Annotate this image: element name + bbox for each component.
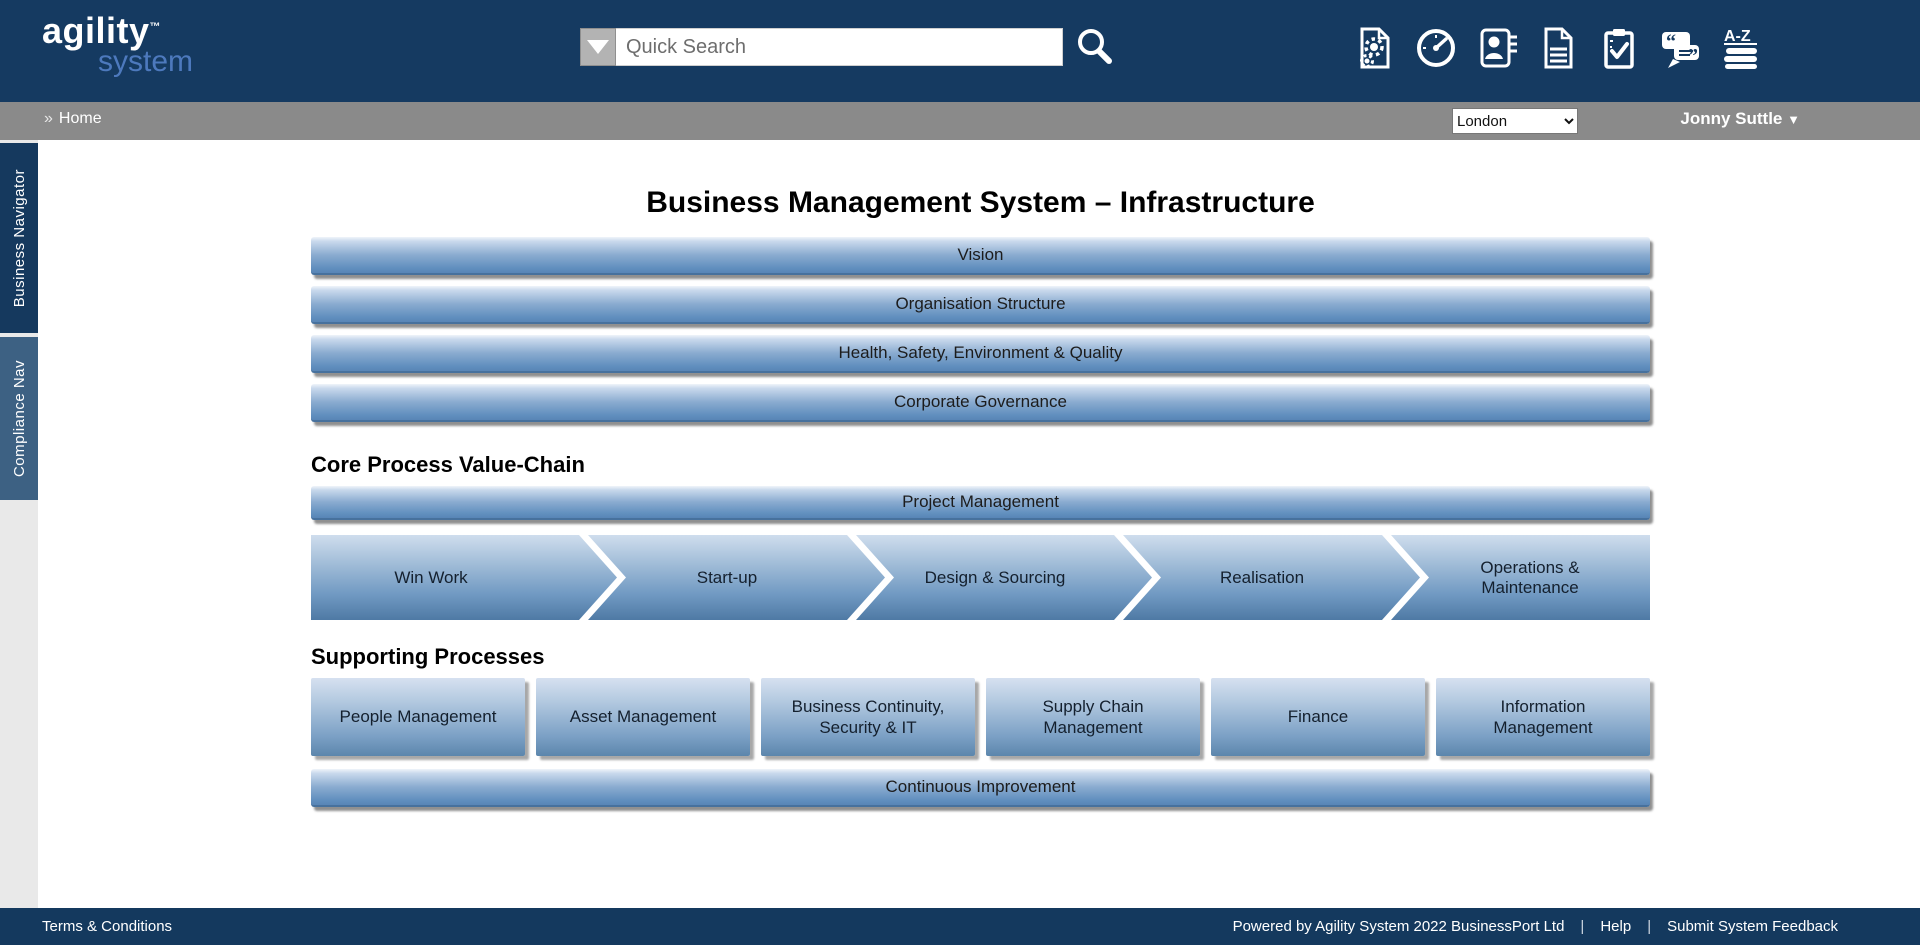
tab-compliance-nav[interactable]: Compliance Nav bbox=[0, 337, 38, 500]
terms-conditions-link[interactable]: Terms & Conditions bbox=[42, 918, 173, 935]
box-finance[interactable]: Finance bbox=[1211, 678, 1425, 756]
side-rail: Business Navigator Compliance Nav bbox=[0, 140, 38, 908]
bar-hseq[interactable]: Health, Safety, Environment & Quality bbox=[311, 335, 1650, 373]
box-people-management[interactable]: People Management bbox=[311, 678, 525, 756]
main-content: Business Management System – Infrastruct… bbox=[38, 140, 1920, 908]
bar-corporate-governance[interactable]: Corporate Governance bbox=[311, 384, 1650, 422]
logo-word-system: system bbox=[98, 45, 194, 78]
contacts-icon[interactable] bbox=[1475, 26, 1519, 70]
header-toolbar: “ ” A-Z bbox=[1353, 26, 1763, 70]
search-icon[interactable] bbox=[1073, 25, 1117, 69]
supporting-boxes: People Management Asset Management Busin… bbox=[311, 678, 1650, 756]
supporting-processes-heading: Supporting Processes bbox=[311, 644, 545, 669]
breadcrumb-home-link[interactable]: Home bbox=[58, 110, 102, 127]
tab-business-navigator-label: Business Navigator bbox=[10, 168, 28, 308]
app-footer: Terms & Conditions Powered by Agility Sy… bbox=[0, 908, 1920, 945]
box-information-management[interactable]: Information Management bbox=[1436, 678, 1650, 756]
location-select[interactable]: London bbox=[1452, 108, 1578, 134]
svg-text:A-Z: A-Z bbox=[1724, 28, 1751, 45]
documents-icon[interactable] bbox=[1536, 26, 1580, 70]
breadcrumb-bar: » Home London Jonny Suttle ▼ bbox=[0, 102, 1920, 140]
trademark-symbol: ™ bbox=[149, 21, 162, 33]
logo-word-agility: agility™ bbox=[42, 10, 162, 51]
tab-compliance-nav-label: Compliance Nav bbox=[10, 359, 28, 478]
page-title: Business Management System – Infrastruct… bbox=[646, 186, 1315, 219]
tab-business-navigator[interactable]: Business Navigator bbox=[0, 143, 38, 333]
top-bars: Vision Organisation Structure Health, Sa… bbox=[311, 237, 1650, 422]
a-z-index-icon[interactable]: A-Z bbox=[1719, 26, 1763, 70]
footer-separator: | bbox=[1647, 918, 1652, 935]
box-asset-management[interactable]: Asset Management bbox=[536, 678, 750, 756]
chevron-design-sourcing[interactable] bbox=[847, 535, 1152, 620]
search-input[interactable] bbox=[616, 28, 1063, 66]
user-menu-caret-icon: ▼ bbox=[1787, 112, 1800, 127]
chevron-start-up[interactable] bbox=[579, 535, 885, 620]
chevron-realisation[interactable] bbox=[1114, 535, 1420, 620]
quick-search bbox=[580, 25, 1117, 69]
submit-feedback-link[interactable]: Submit System Feedback bbox=[1667, 918, 1838, 935]
chevron-win-work[interactable] bbox=[311, 535, 617, 620]
svg-text:”: ” bbox=[1688, 45, 1698, 67]
user-menu[interactable]: Jonny Suttle ▼ bbox=[1680, 109, 1800, 129]
process-documents-icon[interactable] bbox=[1353, 26, 1397, 70]
bar-project-management[interactable]: Project Management bbox=[311, 486, 1650, 520]
value-chain: Win Work Start-up Design & Sourcing Real… bbox=[311, 535, 1650, 620]
breadcrumb[interactable]: » Home bbox=[44, 110, 102, 128]
chevron-operations-maintenance[interactable] bbox=[1391, 535, 1650, 620]
audit-checklist-icon[interactable] bbox=[1597, 26, 1641, 70]
box-business-continuity[interactable]: Business Continuity, Security & IT bbox=[761, 678, 975, 756]
app-header: agility™ system bbox=[0, 0, 1920, 102]
user-name: Jonny Suttle bbox=[1680, 109, 1783, 128]
breadcrumb-marker: » bbox=[44, 110, 53, 127]
dropdown-caret-icon bbox=[587, 40, 609, 54]
svg-text:“: “ bbox=[1666, 31, 1676, 53]
core-process-heading: Core Process Value-Chain bbox=[311, 452, 585, 477]
bar-vision[interactable]: Vision bbox=[311, 237, 1650, 275]
bar-organisation-structure[interactable]: Organisation Structure bbox=[311, 286, 1650, 324]
footer-separator: | bbox=[1580, 918, 1585, 935]
box-supply-chain[interactable]: Supply Chain Management bbox=[986, 678, 1200, 756]
powered-by-text: Powered by Agility System 2022 BusinessP… bbox=[1232, 918, 1565, 935]
help-link[interactable]: Help bbox=[1600, 918, 1632, 935]
performance-dashboard-icon[interactable] bbox=[1414, 26, 1458, 70]
body: Business Navigator Compliance Nav Busine… bbox=[0, 140, 1920, 908]
agility-logo[interactable]: agility™ system bbox=[42, 13, 193, 77]
search-scope-dropdown-button[interactable] bbox=[580, 28, 616, 66]
bar-continuous-improvement[interactable]: Continuous Improvement bbox=[311, 769, 1650, 807]
feedback-icon[interactable]: “ ” bbox=[1658, 26, 1702, 70]
